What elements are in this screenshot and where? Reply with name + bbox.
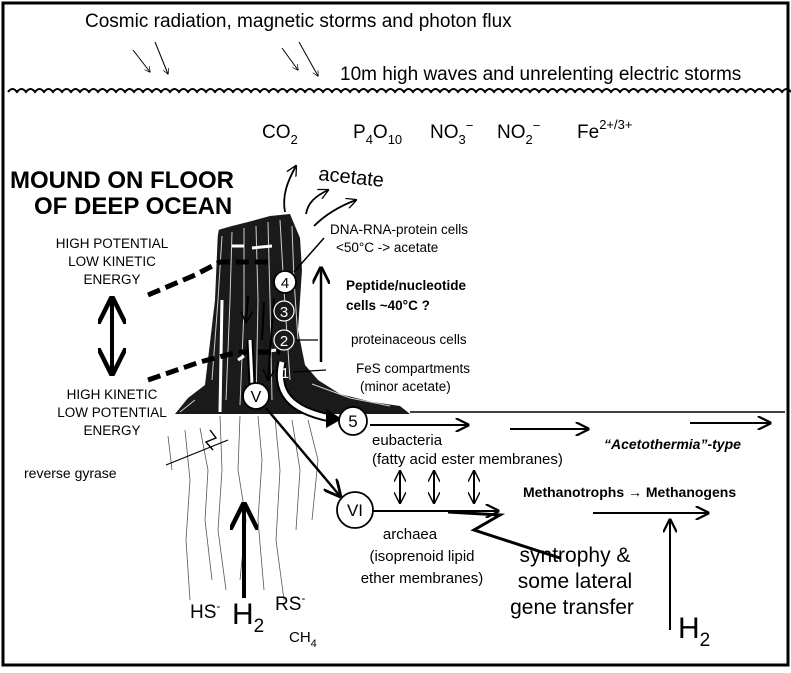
species-no2: NO2− <box>497 118 540 147</box>
species-co2: CO2 <box>262 122 298 147</box>
reverse-gyrase-leader <box>165 439 229 466</box>
svg-text:cells ~40°C ?: cells ~40°C ? <box>346 298 430 313</box>
vent-fluids: HS- H2 RS- CH4 <box>190 591 317 650</box>
svg-text:archaea: archaea <box>383 526 438 543</box>
waves-label: 10m high waves and unrelenting electric … <box>340 64 741 85</box>
svg-text:4: 4 <box>281 275 289 292</box>
svg-text:some lateral: some lateral <box>518 570 632 593</box>
svg-text:ENERGY: ENERGY <box>83 423 140 438</box>
svg-text:(fatty acid ester membranes): (fatty acid ester membranes) <box>372 451 563 468</box>
svg-text:ENERGY: ENERGY <box>83 272 140 287</box>
species-fe: Fe2+/3+ <box>577 117 632 143</box>
svg-text:2: 2 <box>280 333 288 350</box>
acetothermia-label: “Acetothermia”-type <box>604 436 741 452</box>
svg-text:V: V <box>251 389 262 406</box>
ch4-label: CH4 <box>289 629 317 650</box>
radiation-arrows <box>132 41 318 76</box>
svg-text:LOW POTENTIAL: LOW POTENTIAL <box>57 405 167 420</box>
exchange-arrows <box>400 471 474 503</box>
evolution-path-arrow <box>246 339 342 428</box>
svg-text:eubacteria: eubacteria <box>372 432 443 449</box>
svg-text:(minor acetate): (minor acetate) <box>360 379 451 394</box>
proteinaceous-label: proteinaceous cells <box>351 332 467 347</box>
radiation-label: Cosmic radiation, magnetic storms and ph… <box>85 11 512 32</box>
syntrophy-label: syntrophy & some lateral gene transfer <box>510 544 634 619</box>
species-p4o10: P4O10 <box>353 122 402 147</box>
dna-rna-label: DNA-RNA-protein cells <50°C -> acetate <box>330 222 468 255</box>
stage-V: V <box>242 382 270 410</box>
vent-fluid-lines <box>167 415 319 601</box>
mound-title-line2: OF DEEP OCEAN <box>34 193 232 220</box>
stage-1: 1 <box>281 365 289 382</box>
svg-text:HIGH KINETIC: HIGH KINETIC <box>67 387 158 402</box>
reverse-gyrase-label: reverse gyrase <box>24 465 117 481</box>
eubacteria-lineage <box>370 423 770 429</box>
methano-label: Methanotrophs → Methanogens <box>523 484 736 500</box>
svg-text:ether membranes): ether membranes) <box>361 570 484 587</box>
syntrophy-bolt <box>447 510 561 560</box>
ocean-surface-wave <box>7 88 791 94</box>
acetate-arrows <box>283 166 356 227</box>
eubacteria-label: eubacteria (fatty acid ester membranes) <box>372 432 563 468</box>
svg-text:(isoprenoid lipid: (isoprenoid lipid <box>369 548 474 565</box>
dna-leader-line <box>293 237 325 273</box>
mound-title-line1: MOUND ON FLOOR <box>10 167 234 194</box>
stage-4: 4 <box>273 270 297 294</box>
fes-label: FeS compartments (minor acetate) <box>356 361 470 394</box>
peptide-label: Peptide/nucleotide cells ~40°C ? <box>346 278 467 313</box>
hs-label: HS- <box>190 599 220 623</box>
reverse-gyrase-bolt <box>204 429 218 451</box>
svg-text:<50°C -> acetate: <50°C -> acetate <box>336 240 438 255</box>
stage-5: 5 <box>338 406 368 436</box>
h2-label: H2 <box>232 598 264 637</box>
species-no3: NO3− <box>430 118 473 147</box>
high-potential-label: HIGH POTENTIAL LOW KINETIC ENERGY <box>56 236 169 287</box>
svg-text:DNA-RNA-protein cells: DNA-RNA-protein cells <box>330 222 468 237</box>
stage-3: 3 <box>273 300 295 322</box>
stage-leader-lines <box>292 339 327 373</box>
archaea-label: archaea (isoprenoid lipid ether membrane… <box>361 526 484 587</box>
stage-circles: 4 3 2 1 V 5 VI <box>242 270 374 529</box>
svg-text:3: 3 <box>280 304 288 321</box>
chimney-flow-paths <box>246 295 275 380</box>
ocean-species: CO2 P4O10 NO3− NO2− Fe2+/3+ <box>262 117 632 147</box>
acetate-label: acetate <box>317 163 385 192</box>
svg-text:VI: VI <box>347 501 363 520</box>
svg-text:Peptide/nucleotide: Peptide/nucleotide <box>346 278 467 293</box>
svg-text:FeS compartments: FeS compartments <box>356 361 470 376</box>
svg-text:HIGH POTENTIAL: HIGH POTENTIAL <box>56 236 169 251</box>
svg-text:gene transfer: gene transfer <box>510 596 634 619</box>
svg-text:LOW KINETIC: LOW KINETIC <box>68 254 156 269</box>
svg-text:5: 5 <box>348 412 357 431</box>
h2-right-label: H2 <box>678 612 710 651</box>
rs-label: RS- <box>275 591 305 615</box>
v-to-vi-arrow <box>265 407 340 496</box>
stage-VI: VI <box>336 491 374 529</box>
high-kinetic-label: HIGH KINETIC LOW POTENTIAL ENERGY <box>57 387 167 438</box>
energy-boundaries <box>147 259 280 383</box>
svg-text:1: 1 <box>281 365 289 382</box>
svg-text:syntrophy &: syntrophy & <box>520 544 631 567</box>
stage-2: 2 <box>273 329 295 351</box>
